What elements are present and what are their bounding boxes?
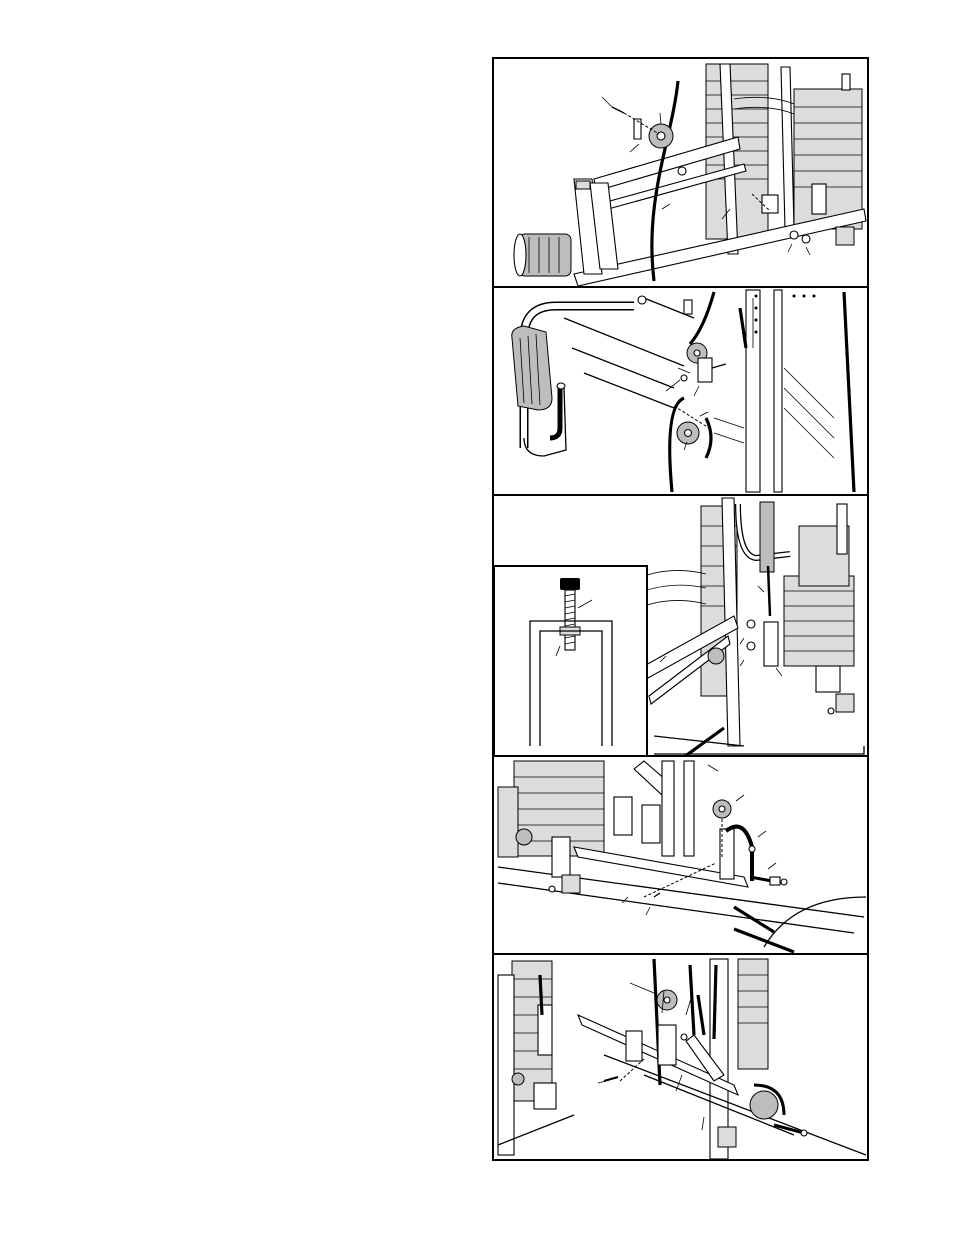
figure-step-2 (494, 288, 867, 494)
figure-step-3 (494, 496, 867, 755)
figure-step-1 (494, 59, 867, 286)
figure-step-4 (494, 757, 867, 953)
pulley-part (649, 124, 673, 148)
figure-step-5 (494, 955, 867, 1161)
assembly-illustrations-frame (492, 57, 869, 1161)
